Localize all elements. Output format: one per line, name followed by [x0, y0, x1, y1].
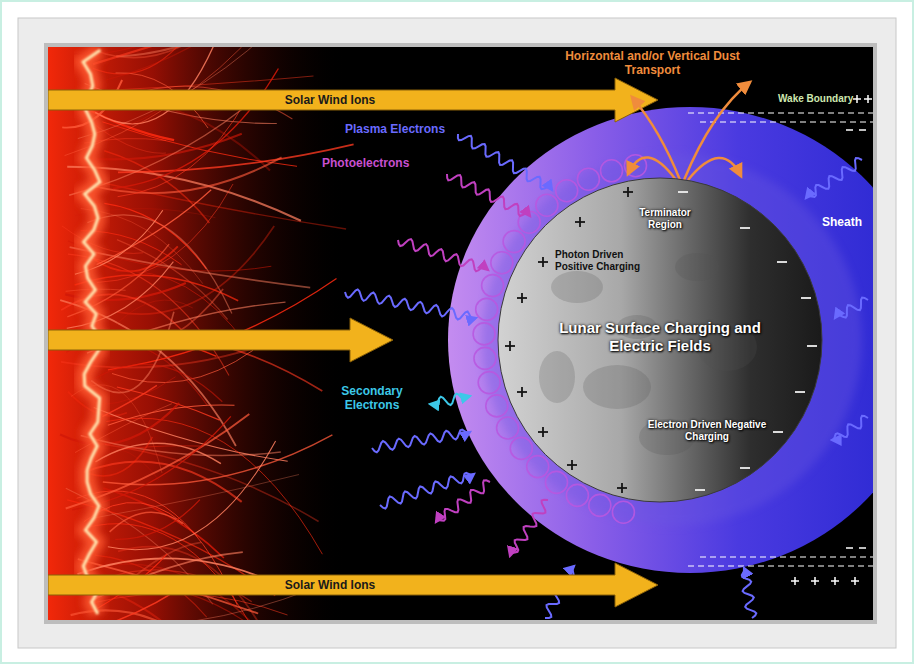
- plasma-sheath: [448, 107, 873, 573]
- wake-boundary-label: Wake Boundary: [778, 93, 853, 105]
- photoelectrons-label: Photoelectrons: [322, 156, 409, 170]
- dust-transport-label: Horizontal and/or Vertical Dust Transpor…: [565, 49, 740, 78]
- electron-waves: [345, 134, 868, 618]
- central-title: Lunar Surface Charging and Electric Fiel…: [540, 319, 780, 355]
- dust-transport-arrows: [628, 82, 750, 180]
- secondary-electrons-label: Secondary Electrons: [322, 384, 422, 413]
- moon-disc: Terminator RegionPhoton Driven Positive …: [497, 177, 823, 503]
- terminator-label: Terminator Region: [625, 207, 705, 231]
- negative-charging-label: Electron Driven Negative Charging: [647, 419, 767, 443]
- solar-wind-label: Solar Wind Ions: [260, 578, 400, 592]
- plasma-electrons-label: Plasma Electrons: [345, 122, 445, 136]
- solar-wind-label: Solar Wind Ions: [260, 93, 400, 107]
- sheath-glow: [482, 154, 862, 526]
- positive-charging-label: Photon Driven Positive Charging: [555, 249, 655, 273]
- sheath-label: Sheath: [822, 215, 862, 229]
